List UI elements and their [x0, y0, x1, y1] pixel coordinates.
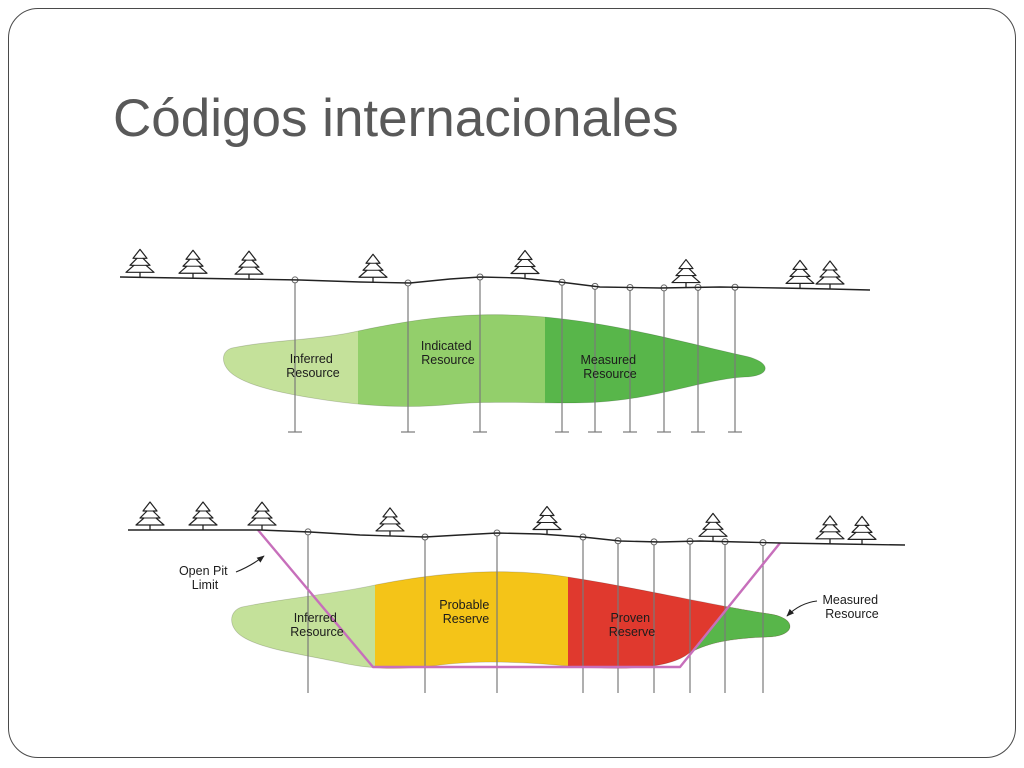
tree-canopy [532, 505, 562, 531]
label-line: Resource [421, 353, 475, 367]
callout-open-pit-limit-label: Open Pit Limit [179, 564, 231, 592]
tree-canopy [358, 253, 388, 278]
tree-icon [125, 248, 155, 278]
tree-canopy [510, 249, 540, 275]
tree-canopy [815, 260, 845, 285]
label-line: Resource [286, 366, 340, 380]
label-line: Proven [610, 611, 650, 625]
tree-canopy [847, 515, 877, 540]
zone-proven-reserve [568, 571, 791, 669]
tree-icon [358, 253, 388, 283]
tree-canopy [375, 507, 405, 532]
tree-canopy [178, 249, 208, 274]
tree-canopy [135, 501, 165, 526]
tree-canopy [815, 515, 845, 540]
zone-indicated-resource [358, 314, 545, 407]
label-line: Inferred [290, 352, 333, 366]
callout-arrow [235, 555, 265, 573]
tree-canopy [234, 250, 264, 275]
label-inferred-resource: Inferred Resource [290, 611, 344, 639]
label-line: Measured [580, 353, 636, 367]
tree-icon [178, 249, 208, 279]
label-line: Indicated [421, 339, 472, 353]
label-line: Measured [822, 593, 878, 607]
label-probable-reserve: Probable Reserve [439, 598, 493, 626]
tree-icon [698, 512, 728, 542]
callout-arrow [786, 600, 818, 617]
tree-canopy [125, 248, 155, 273]
label-measured-resource: Measured Resource [580, 353, 639, 381]
label-line: Resource [290, 625, 344, 639]
tree-icon [532, 505, 562, 535]
ore-body [223, 314, 766, 407]
zone-probable-reserve [375, 571, 568, 669]
label-proven-reserve: Proven Reserve [609, 611, 656, 639]
ore-body-outline [231, 571, 791, 669]
ground-line [128, 529, 906, 546]
trees [135, 501, 877, 545]
callout-measured-resource: Measured Resource [786, 593, 881, 621]
tree-icon [247, 501, 277, 531]
tree-icon [671, 258, 701, 288]
callout-measured-resource-label: Measured Resource [822, 593, 881, 621]
label-line: Probable [439, 598, 489, 612]
drill-holes [304, 528, 767, 693]
diagram-resources: Inferred Resource Indicated Resource Mea… [119, 248, 871, 433]
tree-icon [375, 507, 405, 536]
label-line: Resource [583, 367, 637, 381]
label-line: Reserve [443, 612, 490, 626]
tree-canopy [247, 501, 277, 526]
slide-title: Códigos internacionales [113, 89, 679, 148]
label-line: Limit [192, 578, 219, 592]
ground-line [119, 276, 871, 291]
label-indicated-resource: Indicated Resource [421, 339, 475, 367]
tree-icon [785, 259, 815, 289]
tree-icon [188, 501, 218, 530]
tree-icon [815, 515, 845, 544]
label-inferred-resource: Inferred Resource [286, 352, 340, 380]
drill-holes [288, 273, 742, 433]
open-pit-limit-line [257, 529, 781, 669]
callout-open-pit-limit: Open Pit Limit [179, 555, 265, 592]
label-line: Inferred [294, 611, 337, 625]
tree-canopy [698, 512, 728, 537]
diagram-reserves: Inferred Resource Probable Reserve Prove… [128, 501, 906, 693]
tree-icon [815, 260, 845, 289]
tree-icon [510, 249, 540, 279]
label-line: Reserve [609, 625, 656, 639]
tree-canopy [671, 258, 701, 284]
ore-body-outline [223, 314, 766, 407]
tree-icon [234, 250, 264, 280]
label-line: Open Pit [179, 564, 228, 578]
tree-icon [847, 515, 877, 545]
label-line: Resource [825, 607, 879, 621]
tree-icon [135, 501, 165, 530]
tree-canopy [188, 501, 218, 526]
trees [125, 248, 845, 289]
tree-canopy [785, 259, 815, 284]
